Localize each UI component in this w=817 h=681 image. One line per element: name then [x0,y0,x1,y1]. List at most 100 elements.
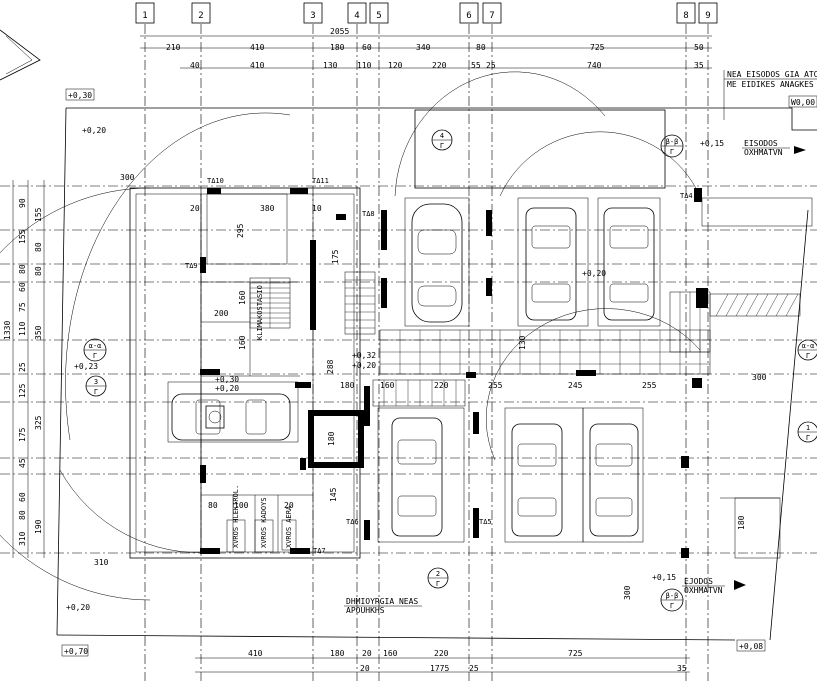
level-tags: +0,30 +0,20 +0,23 +0,32 +0,20 +0,30 +0,2… [61,88,817,657]
svg-text:2: 2 [436,570,440,578]
door-tag: TΔ4 [680,192,693,200]
dim-left-1-5: 110 [18,321,27,336]
dim-top-3-5: 220 [432,61,447,70]
dim-bottom-2-2: 25 [469,664,479,673]
dim-left-1-6: 25 [18,362,27,372]
dim-top-2-5: 80 [476,43,486,52]
svg-text:160: 160 [380,381,395,390]
svg-text:4: 4 [440,132,444,140]
door-tag: TΔ7 [313,547,326,555]
dim-left-1-4: 75 [18,302,27,312]
level-tag: +0,20 [66,603,90,612]
dim-top-2-4: 340 [416,43,431,52]
axis-marker-7: 7 [482,2,502,24]
dim-left-1-11: 60 [18,492,27,502]
dim-bottom-1-3: 160 [383,649,398,658]
axis-marker-1: 1 [135,2,155,24]
svg-text:Γ: Γ [670,602,674,610]
hatched-slab [701,197,813,317]
svg-text:160: 160 [238,335,247,350]
axis-marker-6: 6 [459,2,479,24]
svg-text:β-β: β-β [666,592,679,600]
level-tag: +0,30 [215,375,239,384]
special-needs-label: ME EIDIKES ANAGKES [727,80,814,89]
svg-text:295: 295 [236,223,245,238]
axis-marker-4: 4 [347,2,367,24]
svg-text:245: 245 [568,381,583,390]
room-elec-label: XVROS HLEKTROL. [232,485,240,548]
section-marker-alpha-right: α-α Γ [797,339,817,361]
svg-text:380: 380 [260,204,275,213]
room-stair-label: KLIMAKOSTASIO [256,285,264,340]
dim-bottom-1-2: 20 [362,649,372,658]
car-accessible-icon [171,393,291,441]
dim-left-2-1: 80 [34,242,43,252]
dim-top-2-1: 410 [250,43,265,52]
svg-text:1: 1 [806,424,810,432]
dim-top-3-2: 130 [323,61,338,70]
level-tag: +0,20 [215,384,239,393]
svg-text:Γ: Γ [440,142,444,150]
dim-top-2-0: 210 [166,43,181,52]
arrow-right-icon [734,580,746,590]
level-tag: +0,08 [739,642,763,651]
new-storage-label-2: APOUHKHS [346,606,385,615]
grid-lines-horizontal [0,185,817,554]
svg-text:1: 1 [142,11,147,21]
top-dimension-lines: 2055 210 410 180 60 340 80 725 50 40 410… [140,27,712,70]
vehicle-exit-label-2: OXHMATVN [684,586,723,595]
car-bottom-3-icon [589,423,639,537]
dim-left-1-2: 80 [18,264,27,274]
new-storage-label: DHMIOYRGIA NEAS [346,597,418,606]
svg-text:Γ: Γ [93,352,97,360]
dim-bottom-1-5: 725 [568,649,583,658]
svg-text:20: 20 [190,204,200,213]
dim-left-1-1: 155 [18,229,27,244]
svg-text:10: 10 [312,204,322,213]
new-entrance-label: NEA EISODOS GIA ATOMA [727,70,817,79]
svg-text:300: 300 [752,373,767,382]
interior-dimensions: 300 380 295 10 20 200 160 160 175 180 16… [94,173,767,600]
dim-top-2-7: 50 [694,43,704,52]
svg-text:288: 288 [326,359,335,374]
vehicle-exit-label: EJODOS [684,577,713,586]
room-air-label: XVROS AERA [285,505,293,548]
svg-text:α-α: α-α [802,342,815,350]
grid-lines-vertical [144,24,709,681]
door-tag: TΔ5 [479,518,492,526]
dim-top-3-3: 110 [357,61,372,70]
dim-left-2-3: 350 [34,325,43,340]
svg-text:130: 130 [518,335,527,350]
svg-text:80: 80 [208,501,218,510]
parking-bays [377,197,661,543]
dim-top-3-1: 410 [250,61,265,70]
section-marker-3: 3 Γ [85,375,107,397]
section-markers: 4 Γ β-β Γ α-α Γ 3 Γ 2 Γ β-β Γ [83,129,817,612]
car-bottom-2-icon [511,423,563,537]
section-marker-beta-bottom: β-β Γ [660,588,684,612]
axis-marker-3: 3 [303,2,323,24]
door-tag: TΔ8 [362,210,375,218]
section-marker-beta-top: β-β Γ [660,134,684,158]
dim-bottom-1-1: 180 [330,649,345,658]
dim-left-2-5: 190 [34,519,43,534]
vehicle-entrance-label: EISODOS [744,139,778,148]
svg-text:3: 3 [310,11,315,21]
door-tag: TΔ6 [346,518,359,526]
svg-text:Γ: Γ [806,434,810,442]
svg-text:20: 20 [284,501,294,510]
dim-top-2-6: 725 [590,43,605,52]
dim-top-2-3: 60 [362,43,372,52]
svg-text:100: 100 [234,501,249,510]
dim-left-1-0: 90 [18,198,27,208]
svg-text:β-β: β-β [666,138,679,146]
door-tag: TΔ11 [312,177,329,185]
svg-text:Γ: Γ [94,388,98,396]
svg-text:3: 3 [94,378,98,386]
svg-text:4: 4 [354,11,359,21]
level-tag: +0,23 [74,362,98,371]
svg-text:6: 6 [466,11,471,21]
vehicle-entrance-label-2: OXHMATVN [744,148,783,157]
svg-text:310: 310 [94,558,109,567]
